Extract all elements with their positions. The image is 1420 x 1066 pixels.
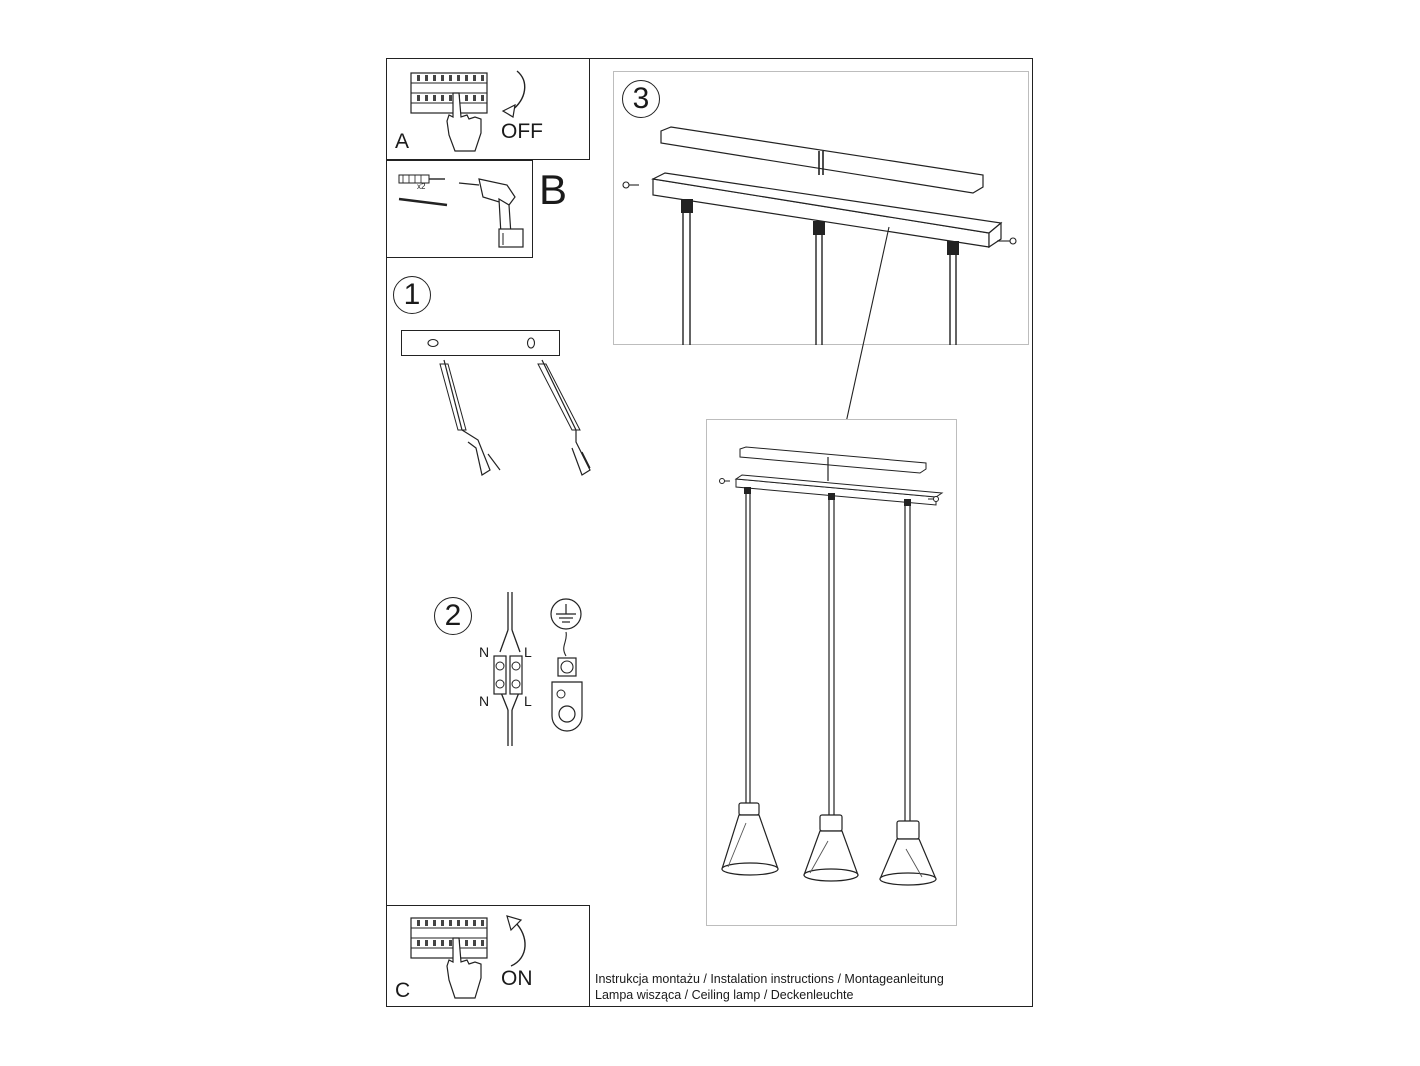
screw-count: x2 [417, 182, 426, 191]
panel-a-power-off: A OFF [386, 58, 590, 160]
panel-a-letter: A [395, 130, 410, 153]
drill-icon [458, 178, 524, 248]
breaker-panel-icon [410, 70, 526, 152]
step-1-number: 1 [393, 276, 431, 314]
pendant-lamp-diagram [719, 446, 944, 886]
live-label-top: L [524, 644, 532, 660]
panel-c-letter: C [395, 979, 411, 1002]
canopy-mounting-diagram [622, 126, 1017, 492]
neutral-label-top: N [479, 644, 490, 660]
anchor-screw-diagram [427, 337, 591, 476]
hand-icon [446, 92, 482, 152]
panel-b-tools: x2 B [386, 160, 567, 258]
footer-line-1: Instrukcja montażu / Instalation instruc… [595, 972, 944, 986]
neutral-label-bottom: N [479, 693, 490, 709]
panel-b-letter: B [539, 166, 568, 213]
instruction-sheet [386, 58, 1033, 1007]
arrow-up-icon [510, 921, 526, 967]
panel-c-power-on: C ON [386, 905, 590, 1007]
live-label-bottom: L [524, 693, 532, 709]
on-label: ON [501, 967, 533, 990]
wall-plug-icon [398, 174, 448, 207]
off-label: OFF [501, 120, 543, 143]
breaker-panel-icon [410, 915, 526, 999]
step-3-number: 3 [622, 80, 660, 118]
step-2-number: 2 [434, 597, 472, 635]
ground-terminal-icon [550, 598, 583, 732]
terminal-block-diagram [493, 592, 523, 746]
arrow-down-icon [510, 70, 526, 112]
footer-line-2: Lampa wisząca / Ceiling lamp / Deckenleu… [595, 988, 854, 1002]
hand-icon [446, 937, 482, 999]
